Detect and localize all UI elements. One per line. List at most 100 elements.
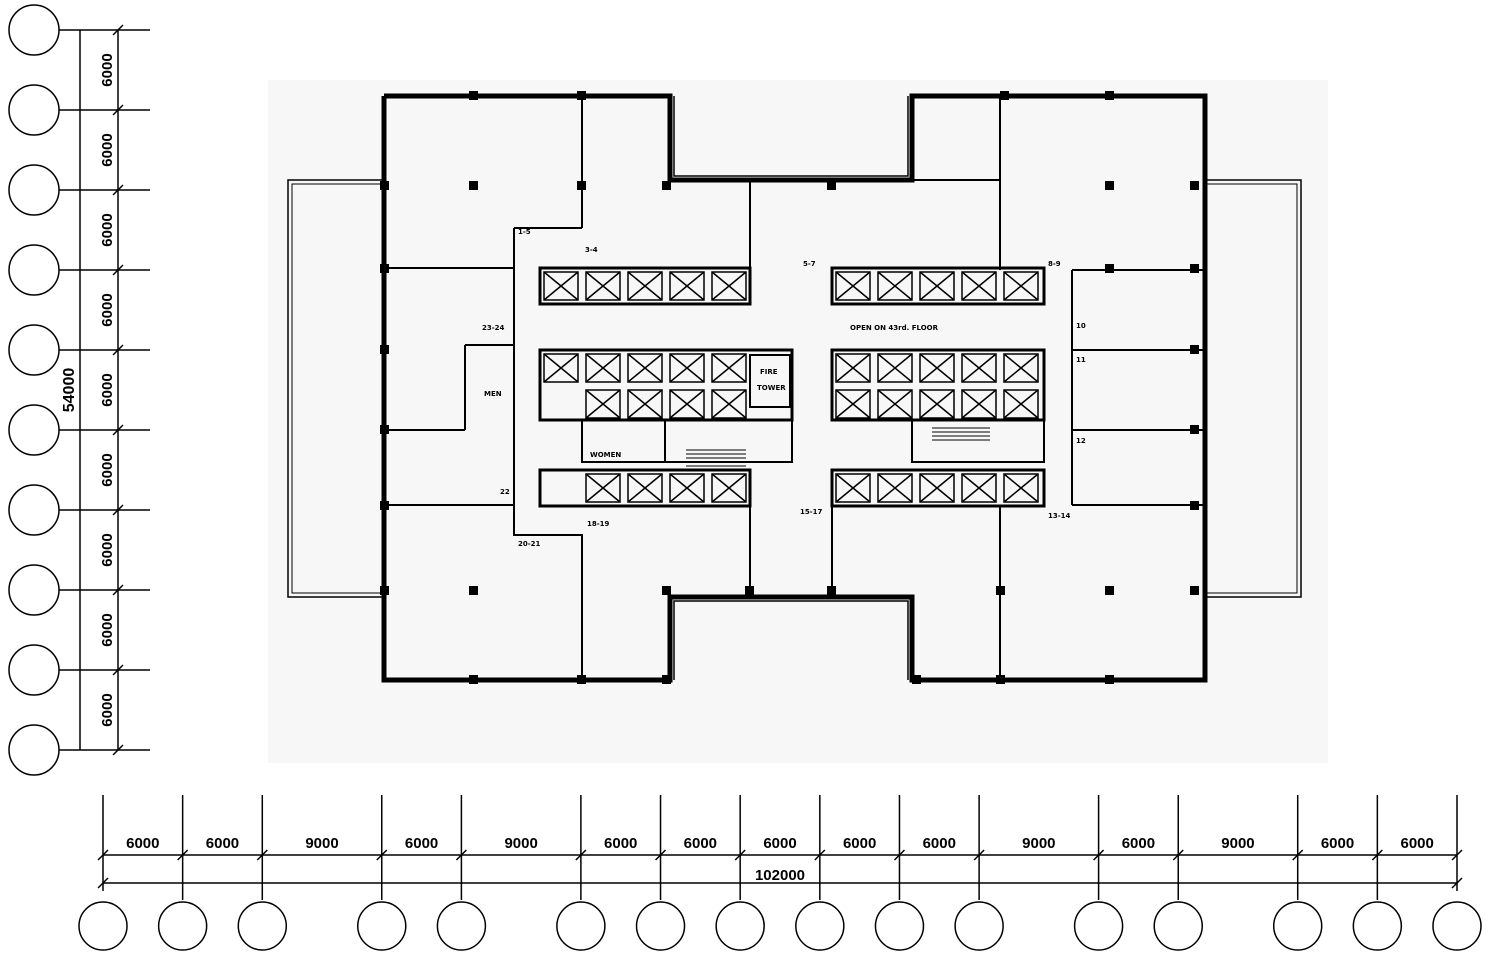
- span-dimension-label: 6000: [1400, 835, 1433, 852]
- elevator-car: [877, 271, 913, 301]
- tick-mark: [1371, 849, 1383, 861]
- elevator-car: [627, 353, 663, 383]
- floor-plan: [268, 80, 1328, 763]
- tick-mark: [575, 849, 587, 861]
- span-dimension-label: 6000: [126, 835, 159, 852]
- elevator-car: [585, 353, 621, 383]
- tick-mark: [112, 504, 124, 516]
- grid-bubble: [8, 484, 60, 536]
- elevator-group-label: 20-21: [518, 540, 541, 548]
- elevator-group-label: 10: [1076, 322, 1086, 330]
- grid-bubble: [8, 164, 60, 216]
- grid-bubble: [874, 901, 925, 951]
- elevator-car: [1003, 473, 1039, 503]
- elevator-car: [877, 473, 913, 503]
- grid-bubble: [8, 324, 60, 376]
- grid-bubble: [1073, 901, 1124, 951]
- span-dimension-label: 6000: [604, 835, 637, 852]
- grid-bubble: [357, 901, 407, 951]
- tick-mark: [376, 849, 388, 861]
- elevator-car: [919, 473, 955, 503]
- elevator-car: [711, 271, 747, 301]
- elevator-group-label: 23-24: [482, 324, 505, 332]
- top-recess: [673, 96, 909, 177]
- grid-bubble: [157, 901, 208, 951]
- elevator-car: [543, 353, 579, 383]
- elevator-group-label: 8-9: [1048, 260, 1061, 268]
- tick-mark: [1292, 849, 1304, 861]
- span-dimension-label: 6000: [99, 293, 116, 326]
- plan-labels: 1-5 3-4 5-7 8-9 23-24 10 11 12 22 20-21 …: [482, 228, 1086, 548]
- elevator-group-label: 18-19: [587, 520, 610, 528]
- tick-mark: [112, 264, 124, 276]
- span-dimension-label: 6000: [99, 53, 116, 86]
- tick-mark: [455, 849, 467, 861]
- men-toilet-label: MEN: [484, 390, 502, 398]
- elevator-car: [961, 473, 997, 503]
- span-dimension-label: 6000: [99, 213, 116, 246]
- core: [464, 266, 1046, 508]
- span-dimension-label: 6000: [99, 613, 116, 646]
- elevator-group-label: 15-17: [800, 508, 823, 516]
- tick-mark: [112, 344, 124, 356]
- grid-bubble: [1153, 901, 1203, 951]
- elevator-car: [711, 389, 747, 419]
- tick-mark: [112, 664, 124, 676]
- tick-mark: [1451, 877, 1463, 889]
- tick-mark: [112, 744, 124, 756]
- span-dimension-label: 9000: [305, 835, 338, 852]
- elevator-car: [919, 389, 955, 419]
- span-dimension-label: 6000: [405, 835, 438, 852]
- fire-tower-label: FIRE: [760, 368, 778, 376]
- elevator-car: [669, 389, 705, 419]
- tick-mark: [97, 877, 109, 889]
- elevator-group-label: 22: [500, 488, 510, 496]
- span-dimension-label: 9000: [1221, 835, 1254, 852]
- span-dimension-label: 9000: [504, 835, 537, 852]
- tick-mark: [112, 424, 124, 436]
- total-dimension-label: 54000: [61, 368, 78, 413]
- span-dimension-label: 6000: [843, 835, 876, 852]
- elevator-group-label: 12: [1076, 437, 1086, 445]
- elevator-car: [585, 389, 621, 419]
- elevator-car: [543, 271, 579, 301]
- elevator-car: [627, 473, 663, 503]
- tick-mark: [256, 849, 268, 861]
- elevator-car: [835, 353, 871, 383]
- span-dimension-label: 6000: [923, 835, 956, 852]
- elevator-car: [1003, 389, 1039, 419]
- elevator-car: [1003, 271, 1039, 301]
- elevator-car: [835, 473, 871, 503]
- grid-bubble: [8, 564, 60, 616]
- tick-mark: [1093, 849, 1105, 861]
- elevator-car: [961, 389, 997, 419]
- dimension-bottom: 6000 6000 9000 6000 9000 6000 6000 6000 6000 6000…: [78, 795, 1482, 951]
- elevator-car: [919, 271, 955, 301]
- elevator-car: [877, 389, 913, 419]
- elevator-group-label: 1-5: [518, 228, 531, 236]
- elevator-car: [627, 389, 663, 419]
- grid-bubble: [8, 724, 60, 776]
- elevator-car: [961, 271, 997, 301]
- elevator-car: [669, 473, 705, 503]
- span-dimension-label: 6000: [684, 835, 717, 852]
- elevator-group-label: 11: [1076, 356, 1086, 364]
- elevator-car: [585, 473, 621, 503]
- grid-bubble: [8, 84, 60, 136]
- stairs: [686, 427, 990, 467]
- grid-bubble: [8, 404, 60, 456]
- fire-tower-label: TOWER: [757, 384, 786, 392]
- bottom-recess: [673, 600, 909, 680]
- elevator-car: [1003, 353, 1039, 383]
- elevator-car: [877, 353, 913, 383]
- elevator-car: [627, 271, 663, 301]
- tick-mark: [654, 849, 667, 861]
- span-dimension-label: 6000: [763, 835, 796, 852]
- columns: [380, 91, 1199, 684]
- elevator-car: [711, 353, 747, 383]
- span-dimension-label: 6000: [99, 133, 116, 166]
- span-dimension-label: 9000: [1022, 835, 1055, 852]
- tick-mark: [112, 584, 124, 596]
- tick-mark: [893, 849, 906, 861]
